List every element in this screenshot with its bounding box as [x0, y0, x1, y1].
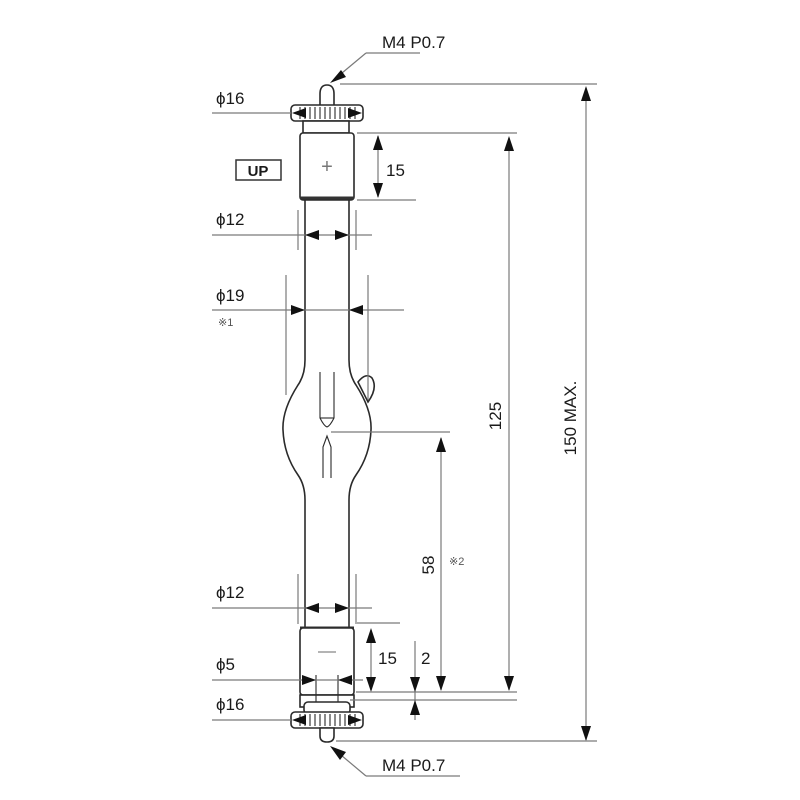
- upper-neck-diameter-label: ϕ12: [216, 210, 244, 229]
- top-knob-diameter-label: ϕ16: [216, 89, 244, 108]
- lamp-body: +: [282, 84, 376, 743]
- arc-note: ※2: [449, 556, 464, 568]
- tip-off-nub: [357, 374, 376, 404]
- upper-sleeve: [299, 132, 355, 201]
- bulb-right: [348, 359, 372, 501]
- lower-pin-diameter-label: ϕ5: [216, 655, 235, 674]
- bottom-thread-label: M4 P0.7: [382, 756, 445, 775]
- dimension-lines: [212, 52, 597, 777]
- lower-sleeve: [299, 627, 355, 696]
- up-orientation-label: UP: [248, 163, 269, 180]
- top-thread-label: M4 P0.7: [382, 33, 445, 52]
- top-tip: [319, 84, 335, 111]
- bottom-knob-diameter-label: ϕ16: [216, 695, 244, 714]
- lower-sleeve-length-label: 15: [378, 649, 397, 668]
- up-orientation-box: [235, 159, 282, 181]
- top-collar: [302, 120, 350, 134]
- arc-to-base-label: 58: [419, 556, 438, 575]
- upper-electrode: [319, 372, 335, 428]
- overall-length-label: 150 MAX.: [561, 381, 580, 456]
- bulb-diameter-label: ϕ19: [216, 286, 244, 305]
- bulb-left: [282, 359, 306, 501]
- sleeve-to-sleeve-label: 125: [486, 402, 505, 430]
- upper-sleeve-length-label: 15: [386, 161, 405, 180]
- bottom-tip: [319, 727, 335, 743]
- bulb-note: ※1: [218, 317, 233, 329]
- dimension-labels: M4 P0.7 ϕ16 UP 15 ϕ12 ϕ19 ※1 125 150 MAX…: [216, 33, 580, 775]
- lower-electrode: [322, 434, 332, 478]
- gap-label: 2: [421, 649, 430, 668]
- anode-symbol: +: [321, 156, 333, 178]
- lower-neck-diameter-label: ϕ12: [216, 583, 244, 602]
